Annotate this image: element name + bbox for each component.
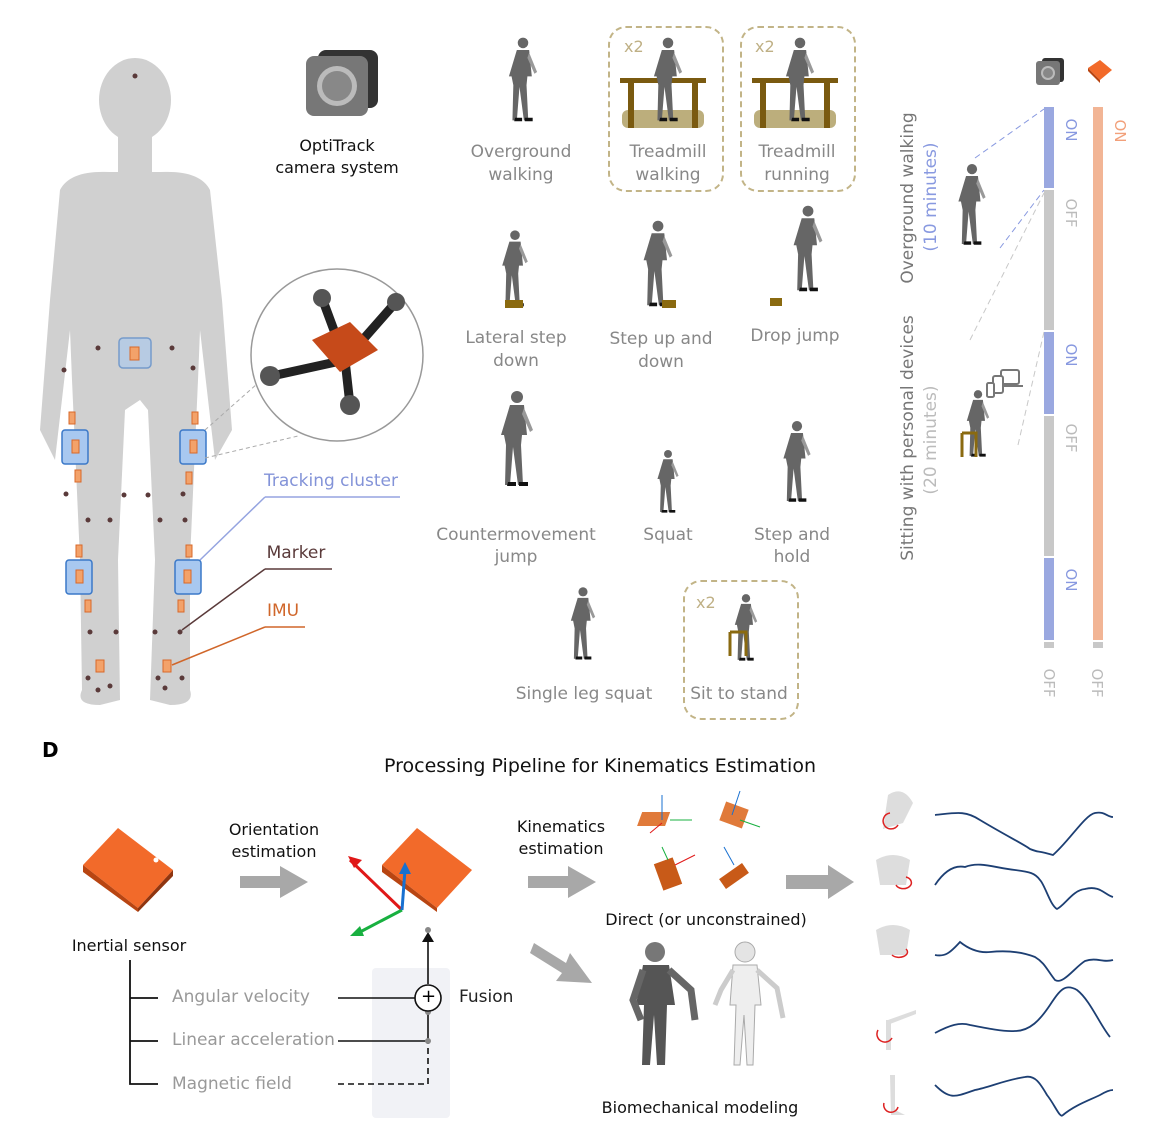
body-silhouette [40, 58, 424, 705]
activity-label-line2: walking [488, 165, 554, 185]
activity-label-line1: Step up and [609, 329, 713, 349]
imu-state-label: OFF [1088, 668, 1106, 698]
imu-label: IMU [266, 601, 300, 621]
repeat-count: x2 [696, 593, 716, 612]
activity-label-line1: Single leg squat [515, 684, 653, 704]
tracking-cluster-label: Tracking cluster [264, 471, 398, 491]
repeat-box-treadmill-running [740, 26, 856, 192]
camera-state-label: ON [1062, 568, 1080, 592]
personal-devices-icon [986, 369, 1023, 398]
camera-state-label: ON [1062, 118, 1080, 142]
fusion-diagram [129, 927, 450, 1118]
activity-label-line1: Step and [753, 525, 831, 545]
kinematics-label-line1: Kinematics [516, 817, 606, 836]
kinematics-label-line2: estimation [518, 839, 604, 858]
activity-label-line2: walking [635, 165, 701, 185]
timeline-sitting-figure [960, 390, 990, 457]
drop-jump-figure [770, 205, 823, 306]
repeat-count: x2 [624, 37, 644, 56]
oriented-sensor-image [348, 828, 472, 936]
joint-icons [876, 791, 916, 1115]
activity-label-line2: hold [773, 547, 811, 567]
timeline-walking-figure [958, 164, 986, 245]
kinematic-curves [934, 811, 1114, 1117]
panel-letter: D [42, 738, 59, 762]
camera-off-tail [1044, 642, 1054, 648]
camera-on-segment [1044, 107, 1054, 188]
panel-title: Processing Pipeline for Kinematics Estim… [384, 755, 816, 777]
imu-off-tail [1093, 642, 1103, 648]
camera-label-line2: camera system [275, 158, 399, 177]
lateral-step-down-figure [502, 230, 528, 308]
activity-label-line1: Treadmill [758, 142, 836, 162]
activity-label-line2: jump [494, 547, 538, 567]
walking-duration: (10 minutes) [921, 142, 941, 252]
activity-label-line1: Sit to stand [690, 684, 788, 704]
timeline-imu-icon [1088, 60, 1112, 83]
activity-label-line1: Overground [470, 142, 572, 162]
camera-on-segment [1044, 332, 1054, 414]
camera-off-segment [1044, 190, 1054, 330]
orientation-label-line1: Orientation [228, 820, 320, 839]
camera-state-label: OFF [1040, 668, 1058, 698]
curve-knee [934, 986, 1111, 1038]
step-up-down-figure [643, 220, 676, 308]
activity-label-line1: Countermovement [436, 525, 596, 545]
fusion-label: Fusion [459, 987, 514, 1007]
curve-pelvis [934, 863, 1114, 911]
sitting-duration: (20 minutes) [921, 385, 941, 495]
activity-label-line1: Treadmill [629, 142, 707, 162]
inertial-sensor-image [83, 828, 173, 912]
direct-label: Direct (or unconstrained) [605, 910, 807, 929]
arrow-down-right-icon [530, 943, 592, 983]
camera-label-line1: OptiTrack [299, 136, 375, 155]
timeline-connectors [969, 108, 1045, 446]
orientation-label-line2: estimation [231, 842, 317, 861]
signal-magnetic-field: Magnetic field [172, 1074, 292, 1094]
curve-hip-rotation [934, 940, 1114, 982]
timeline-camera-icon [1036, 58, 1064, 85]
fusion-plus-symbol: + [421, 986, 437, 1007]
camera-state-label: OFF [1062, 198, 1080, 228]
sitting-title: Sitting with personal devices [898, 315, 918, 561]
curve-ankle [934, 1075, 1114, 1117]
direct-kinematics-boxes [637, 790, 761, 891]
imu-state-label: ON [1111, 119, 1129, 143]
activity-label-line2: down [638, 352, 684, 372]
biomechanical-label: Biomechanical modeling [601, 1098, 799, 1117]
camera-icon [306, 50, 378, 116]
walking-title: Overground walking [898, 112, 918, 284]
camera-on-segment [1044, 558, 1054, 640]
signal-angular-velocity: Angular velocity [172, 987, 310, 1007]
curve-hip-flexion [934, 811, 1114, 856]
repeat-box-treadmill-walking [608, 26, 724, 192]
camera-state-label: OFF [1062, 423, 1080, 453]
activity-label-line1: Lateral step [465, 328, 567, 348]
activity-label-line2: down [493, 351, 539, 371]
camera-off-segment [1044, 416, 1054, 556]
biomechanical-models [629, 941, 786, 1066]
imu-on-segment [1093, 107, 1103, 640]
activity-label-line1: Squat [643, 525, 693, 545]
sit-to-stand-figure [728, 594, 758, 661]
arrow-right-icon [528, 866, 596, 898]
inertial-sensor-label: Inertial sensor [71, 936, 187, 955]
camera-state-label: ON [1062, 343, 1080, 367]
activity-label-line2: running [764, 165, 830, 185]
arrow-right-icon [786, 865, 854, 899]
repeat-count: x2 [755, 37, 775, 56]
marker-label: Marker [266, 543, 326, 563]
arrow-right-icon [240, 866, 308, 898]
signal-linear-acceleration: Linear acceleration [172, 1030, 335, 1050]
activity-label-line1: Drop jump [750, 326, 840, 346]
repeat-box-sit-to-stand [683, 580, 799, 720]
